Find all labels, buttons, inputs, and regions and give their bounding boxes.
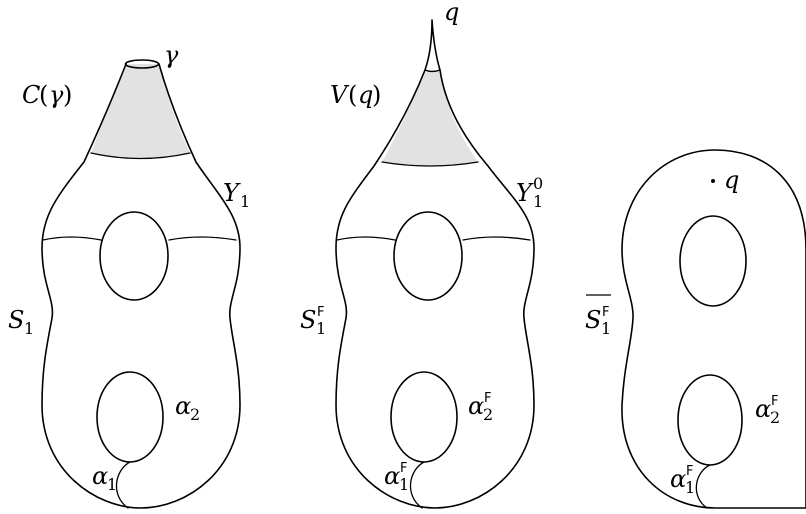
alpha1-label: α 1 xyxy=(92,462,117,494)
svg-text:F: F xyxy=(602,305,609,320)
svg-text:α: α xyxy=(468,392,484,420)
s1-f-label: S 1 F xyxy=(300,305,326,338)
svg-text:F: F xyxy=(484,391,491,406)
collar-seam xyxy=(381,161,479,167)
lower-hole xyxy=(390,371,458,463)
point-q-label: q xyxy=(724,166,739,194)
svg-text:F: F xyxy=(317,305,324,320)
surface-s1: γ C ( γ ) Y 1 S 1 α 2 α 1 xyxy=(8,41,250,509)
svg-text:α: α xyxy=(755,395,771,423)
svg-text:F: F xyxy=(771,394,778,409)
waist-curve-right xyxy=(168,236,237,241)
svg-text:F: F xyxy=(686,464,693,479)
c-gamma-label: C ( γ ) xyxy=(22,81,72,109)
alpha2-label: α 2 xyxy=(175,392,200,424)
svg-text:Y: Y xyxy=(516,179,534,207)
y1-0-label: Y 1 0 xyxy=(516,174,543,211)
svg-text:F: F xyxy=(400,461,407,476)
q-tip-label: q xyxy=(444,0,459,26)
svg-text:1: 1 xyxy=(24,319,34,338)
alpha2-f-label: α 2 F xyxy=(468,391,493,424)
svg-text:α: α xyxy=(92,462,108,490)
alpha1-f-label: α 1 F xyxy=(384,461,409,494)
svg-text:γ: γ xyxy=(49,81,64,109)
svg-text:Y: Y xyxy=(223,179,241,207)
svg-text:2: 2 xyxy=(483,405,493,424)
s1-label: S 1 xyxy=(8,306,34,338)
lower-hole xyxy=(677,374,743,466)
svg-text:α: α xyxy=(175,392,191,420)
svg-text:q: q xyxy=(358,81,373,109)
svg-text:α: α xyxy=(384,462,400,490)
svg-text:1: 1 xyxy=(533,192,543,211)
svg-text:C: C xyxy=(22,81,40,109)
alpha2-f-label: α 2 F xyxy=(755,394,780,427)
waist-curve-left xyxy=(42,236,102,241)
surface-outline xyxy=(41,63,241,509)
alpha1-f-label: α 1 F xyxy=(670,464,695,497)
surface-s1-f: q V ( q ) Y 1 0 S 1 F α 2 F α 1 F xyxy=(300,0,543,509)
alpha1-curve xyxy=(115,461,131,509)
s1-f-bar-label: S 1 F xyxy=(585,294,611,338)
marked-point-q xyxy=(711,179,715,183)
svg-text:(: ( xyxy=(39,81,48,109)
svg-text:(: ( xyxy=(348,81,357,109)
alpha1-curve xyxy=(409,461,425,509)
v-q-label: V ( q ) xyxy=(330,81,381,109)
collar-region-c-gamma xyxy=(91,64,190,159)
surface-s1-f-closed: q S 1 F α 2 F α 1 F xyxy=(585,149,806,509)
svg-text:1: 1 xyxy=(601,319,611,338)
svg-text:): ) xyxy=(63,81,72,109)
svg-text:): ) xyxy=(372,81,381,109)
surface-outline xyxy=(621,149,806,509)
svg-text:S: S xyxy=(8,306,24,334)
cusp-horocycle xyxy=(424,69,441,73)
waist-curve-right xyxy=(462,236,531,241)
waist-curve-left xyxy=(336,236,396,241)
svg-text:1: 1 xyxy=(240,192,250,211)
svg-text:1: 1 xyxy=(316,319,326,338)
upper-hole xyxy=(393,211,463,301)
svg-text:S: S xyxy=(585,306,601,334)
svg-text:2: 2 xyxy=(770,408,780,427)
cusp-region-v-q xyxy=(382,70,478,166)
upper-hole xyxy=(679,215,747,307)
svg-text:V: V xyxy=(330,81,350,109)
svg-text:α: α xyxy=(670,465,686,493)
svg-text:2: 2 xyxy=(190,405,200,424)
svg-text:1: 1 xyxy=(399,475,409,494)
upper-hole xyxy=(99,211,169,301)
svg-text:S: S xyxy=(300,306,316,334)
collar-seam xyxy=(90,152,191,160)
y1-label: Y 1 xyxy=(223,179,250,211)
svg-text:1: 1 xyxy=(107,475,117,494)
lower-hole xyxy=(96,371,164,463)
svg-text:1: 1 xyxy=(685,478,695,497)
gamma-label: γ xyxy=(164,41,179,69)
alpha1-curve xyxy=(695,464,711,509)
svg-text:0: 0 xyxy=(533,174,543,193)
surface-outline xyxy=(335,19,535,509)
